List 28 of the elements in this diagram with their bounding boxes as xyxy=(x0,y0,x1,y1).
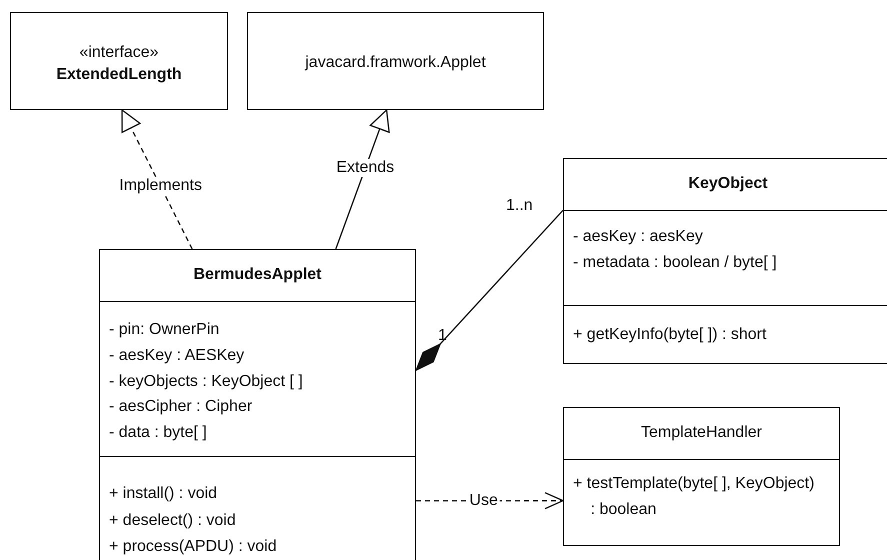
class-box xyxy=(563,407,840,546)
class-name: KeyObject xyxy=(688,174,768,194)
method-text: + testTemplate(byte[ ], KeyObject) : boolean xyxy=(573,474,816,520)
class-name: TemplateHandler xyxy=(641,423,762,443)
interface-name: ExtendedLength xyxy=(56,65,182,85)
class-name: BermudesApplet xyxy=(193,265,322,285)
class-box xyxy=(247,12,544,110)
method-text: + process(APDU) : void xyxy=(109,537,277,557)
attribute-text: - aesKey : aesKey xyxy=(573,227,703,247)
stereotype-label: «interface» xyxy=(79,43,159,63)
attribute-text: - pin: OwnerPin xyxy=(109,320,220,340)
multiplicity-label: 1 xyxy=(438,326,447,346)
class-name: javacard.framwork.Applet xyxy=(305,53,486,73)
method-text: + install() : void xyxy=(109,484,218,504)
method-text: + getKeyInfo(byte[ ]) : short xyxy=(573,325,766,345)
attribute-text: - data : byte[ ] xyxy=(109,423,207,444)
attribute-text: - keyObjects : KeyObject [ ] xyxy=(109,372,303,392)
attribute-text: - aesKey : AESKey xyxy=(109,346,244,366)
generalization-arrow xyxy=(335,109,390,250)
interface-box xyxy=(10,12,228,110)
realization-arrow xyxy=(121,109,193,250)
class-box xyxy=(563,158,887,364)
attribute-text: - aesCipher : Cipher xyxy=(109,397,252,418)
attribute-text: - metadata : boolean / byte[ ] xyxy=(573,253,777,273)
composition-line xyxy=(416,210,564,371)
multiplicity-label: 1..n xyxy=(506,196,533,216)
class-box xyxy=(99,249,416,560)
method-text: + deselect() : void xyxy=(109,510,236,530)
